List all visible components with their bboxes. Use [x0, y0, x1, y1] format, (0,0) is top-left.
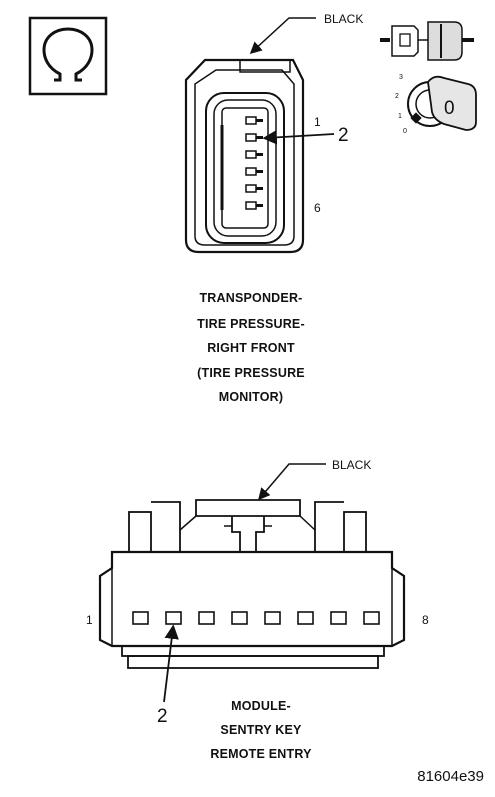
top-terminal-6 — [245, 201, 263, 210]
bottom-terminal-8 — [363, 611, 380, 625]
bottom-connector-caption: MODULE- SENTRY KEY REMOTE ENTRY — [210, 699, 312, 761]
bottom-terminal-7 — [330, 611, 347, 625]
top-callout-leader — [262, 130, 335, 145]
ohm-symbol-icon — [28, 16, 108, 96]
top-caption-line-3: RIGHT FRONT — [207, 341, 295, 355]
bottom-callout-leader — [163, 624, 179, 703]
top-caption-line-1: TRANSPONDER- — [199, 291, 302, 305]
top-color-leader — [249, 17, 316, 55]
bottom-color-leader — [258, 463, 326, 501]
connector-view-icon — [380, 21, 474, 61]
bottom-terminal-6 — [297, 611, 314, 625]
key-position-0: 0 — [403, 128, 407, 135]
bottom-callout-number: 2 — [157, 706, 168, 727]
ignition-key-icon: 3 2 1 0 0 — [395, 74, 477, 135]
top-pin-last-label: 6 — [314, 201, 321, 215]
sentry-key-module-connector — [98, 499, 406, 669]
key-face-label: 0 — [444, 98, 455, 119]
top-color-label: BLACK — [324, 12, 363, 26]
key-position-2: 2 — [395, 93, 399, 100]
top-terminal-3 — [245, 150, 263, 159]
bottom-pin-first-label: 1 — [86, 613, 93, 627]
top-caption-line-5: MONITOR) — [219, 390, 284, 404]
bottom-pin-last-label: 8 — [422, 613, 429, 627]
bottom-terminal-4 — [231, 611, 248, 625]
bottom-color-label: BLACK — [332, 458, 371, 472]
top-callout-number: 2 — [338, 125, 349, 146]
key-position-1: 1 — [398, 113, 402, 120]
bottom-terminal-1 — [132, 611, 149, 625]
top-caption-line-2: TIRE PRESSURE- — [197, 317, 305, 331]
bottom-caption-line-2: SENTRY KEY — [220, 723, 302, 737]
bottom-caption-line-1: MODULE- — [231, 699, 291, 713]
tire-pressure-connector — [184, 58, 305, 254]
top-terminal-4 — [245, 167, 263, 176]
top-terminal-1 — [245, 116, 263, 125]
bottom-terminal-3 — [198, 611, 215, 625]
top-connector-caption: TRANSPONDER- TIRE PRESSURE- RIGHT FRONT … — [197, 291, 305, 404]
bottom-terminal-5 — [264, 611, 281, 625]
key-position-3: 3 — [399, 74, 403, 81]
top-pin-first-label: 1 — [314, 115, 321, 129]
bottom-terminal-2 — [165, 611, 182, 625]
top-caption-line-4: (TIRE PRESSURE — [197, 366, 305, 380]
top-terminal-5 — [245, 184, 263, 193]
top-terminal-2 — [245, 133, 263, 142]
bottom-caption-line-3: REMOTE ENTRY — [210, 747, 312, 761]
figure-id: 81604e39 — [417, 768, 484, 785]
